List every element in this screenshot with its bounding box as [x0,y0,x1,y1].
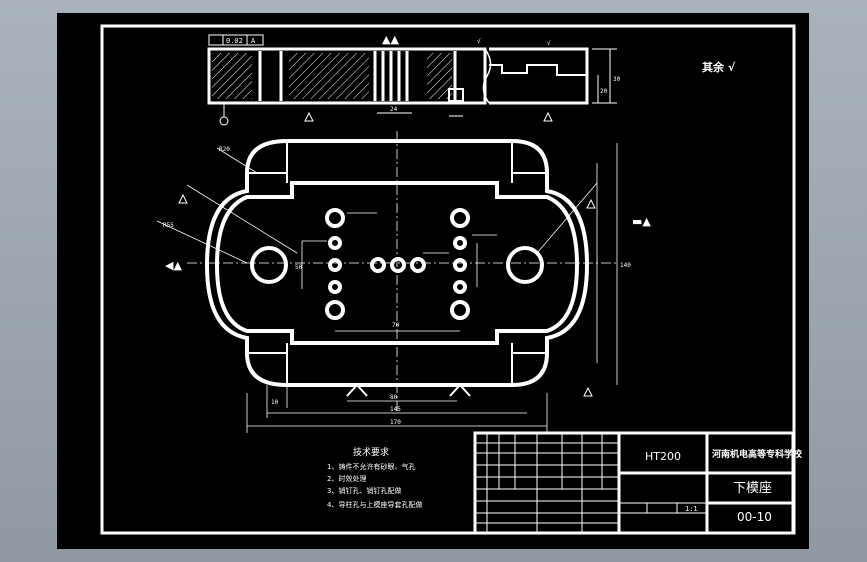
roughness-mark: √ [547,40,551,47]
tech-req-item: 3、销钉孔、销钉孔配做 [327,486,401,495]
guide-hole-right [506,246,544,284]
tech-req-title: 技术要求 [353,446,389,458]
tolerance-frame [208,34,264,46]
hatch-1 [212,53,252,99]
dim-24: 24 [390,106,398,113]
school-name: 河南机电高等专科学校 [712,448,803,460]
hole-grid [325,208,470,320]
title-block: HT200 河南机电高等专科学校 下模座 00-10 1:1 [473,431,803,535]
section-view: 0.02 A ▲▲ 24 30 20 √ √ [207,33,621,126]
dim-145: 145 [390,406,401,413]
dim-50: 50 [295,264,303,271]
technical-requirements: 技术要求 1、铸件不允许有砂眼、气孔 2、时效处理 3、销钉孔、销钉孔配做 4、… [327,446,422,509]
material-label: HT200 [645,450,681,463]
view-marker-right: ▬▲ [632,215,651,228]
right-step [489,64,587,76]
dim-10: 10 [271,399,279,406]
dim-20: 20 [600,88,608,95]
datum-symbol [219,116,229,126]
break-line [482,48,492,104]
cad-drawing: 0.02 A ▲▲ 24 30 20 √ √ 其余 √ [100,24,803,535]
guide-hole-left [250,246,288,284]
view-marker-left: ◀▲ [165,259,182,272]
leader-r55 [156,220,248,264]
datum-ref: A [251,37,256,45]
section-outline [207,47,487,105]
dim-170: 170 [390,419,401,426]
hatch-3 [427,53,452,99]
inner-pad [214,181,580,345]
tech-req-item: 1、铸件不允许有砂眼、气孔 [327,462,415,471]
part-name: 下模座 [733,481,772,496]
dim-80: 80 [390,394,398,401]
dim-30: 30 [613,76,621,83]
plan-view: R55 R20 ◀▲ ▬▲ 50 70 140 170 145 80 10 [156,131,651,433]
outer-frame [100,24,796,535]
section-label: ▲▲ [382,33,399,46]
tolerance-value: 0.02 [226,37,243,45]
roughness-mark: √ [477,38,481,45]
roughness-note: 其余 √ [702,60,736,74]
dim-r20: R20 [219,146,230,153]
dim-r55: R55 [163,222,174,229]
dim-70: 70 [392,322,400,329]
tech-req-item: 2、时效处理 [327,474,366,483]
leader-r20 [216,147,258,174]
scale-label: 1:1 [685,505,698,513]
drawing-sheet: 0.02 A ▲▲ 24 30 20 √ √ 其余 √ [57,13,809,549]
hatch-2 [289,53,369,99]
dim-140: 140 [620,262,631,269]
counterbore [448,88,464,102]
tech-req-item: 4、导柱孔与上模座导套孔配做 [327,500,422,509]
drawing-number: 00-10 [737,510,772,524]
